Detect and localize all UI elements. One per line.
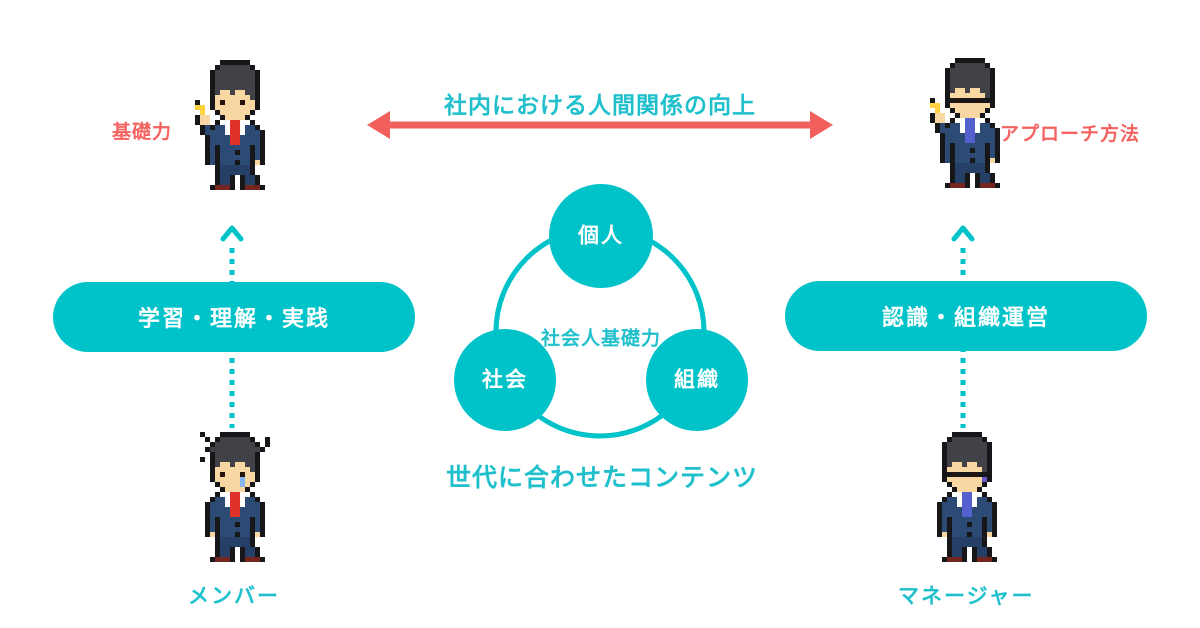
circle-individual — [549, 184, 653, 288]
label-basics: 基礎力 — [112, 122, 173, 143]
circle-society — [454, 329, 556, 431]
pixel-character-manager — [922, 432, 1012, 562]
pixel-character-member — [190, 432, 280, 562]
pixel-character-approach — [925, 58, 1015, 188]
circle-individual-label: 個人 — [577, 224, 624, 248]
left-pill-label: 学習・理解・実践 — [137, 306, 330, 331]
circle-organization-label: 組織 — [674, 368, 720, 392]
hub-label: 社会人基礎力 — [540, 327, 661, 350]
label-member: メンバー — [188, 585, 280, 608]
diagram-caption: 世代に合わせたコンテンツ — [445, 464, 758, 492]
core-competency-diagram: 個人 社会 組織 社会人基礎力 — [454, 184, 748, 439]
circle-organization — [646, 329, 748, 431]
label-manager: マネージャー — [898, 585, 1035, 608]
right-process-pill: 認識・組織運営 — [785, 281, 1147, 351]
pixel-character-basics — [190, 60, 280, 190]
label-approach: アプローチ方法 — [1000, 124, 1141, 145]
left-process-pill: 学習・理解・実践 — [53, 282, 415, 352]
relationship-double-arrow-icon — [367, 111, 833, 139]
circle-society-label: 社会 — [481, 368, 528, 392]
right-pill-label: 認識・組織運営 — [881, 305, 1050, 330]
diagram-title: 社内における人間関係の向上 — [444, 92, 756, 118]
